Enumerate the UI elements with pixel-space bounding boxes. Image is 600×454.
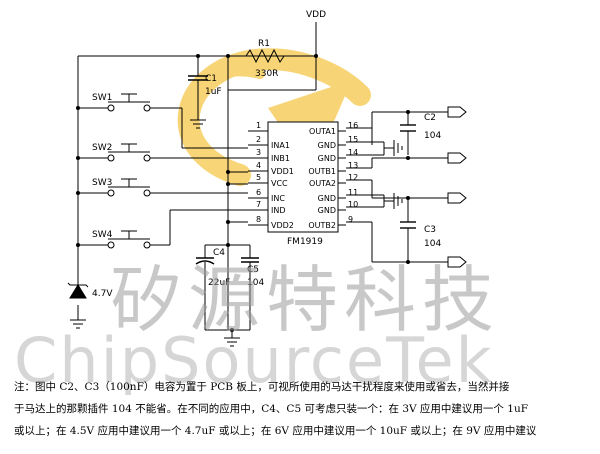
pin-number: 15 <box>348 135 358 144</box>
zener-label: 4.7V <box>92 289 113 299</box>
pin-name: GND <box>318 206 336 215</box>
sw3-label: SW3 <box>92 178 112 188</box>
c4-capacitor <box>195 257 215 265</box>
watermark-cn: 矽源特科技 <box>110 258 500 342</box>
pin-number: 5 <box>256 173 261 182</box>
sw4-switch <box>107 230 151 249</box>
vdd-label: VDD <box>306 10 326 20</box>
c2-value: 104 <box>424 131 441 141</box>
pin-name: OUTA2 <box>309 179 336 188</box>
chip-label: FM1919 <box>287 237 323 247</box>
watermark-en: ChipSourceTek <box>14 324 494 397</box>
zener-diode <box>67 282 89 299</box>
sw1-switch <box>107 93 151 112</box>
r1-value: 330R <box>255 69 278 79</box>
pin-number: 3 <box>256 148 261 157</box>
pin-number: 16 <box>348 121 358 130</box>
pin-number: 7 <box>256 200 261 209</box>
sw2-switch <box>107 143 151 162</box>
pin-name: VDD1 <box>271 167 294 176</box>
pin-name: VCC <box>271 179 288 188</box>
c2-capacitor <box>400 124 416 132</box>
pin-name: IND <box>271 206 286 215</box>
connector-icon <box>447 152 467 164</box>
pin-name: GND <box>318 194 336 203</box>
ground-icon <box>393 193 403 209</box>
note-line: 注：图中 C2、C3（100nF）电容为置于 PCB 板上，可视所使用的马达干扰… <box>14 381 510 393</box>
chip-pin-left: 1 <box>248 121 268 132</box>
c1-value: 1uF <box>205 87 222 97</box>
connector-icon <box>447 192 467 204</box>
connector-icon <box>447 106 467 118</box>
pin-name: GND <box>318 154 336 163</box>
pin-number: 9 <box>348 215 353 224</box>
pin-name: OUTB2 <box>308 221 336 230</box>
ground-icon <box>70 319 86 329</box>
pin-number: 6 <box>256 188 261 197</box>
c2-label: C2 <box>424 113 436 123</box>
pin-number: 10 <box>348 200 358 209</box>
pin-number: 11 <box>348 188 358 197</box>
logo-stroke <box>205 66 265 83</box>
ground-icon <box>393 140 403 156</box>
pin-name: INB1 <box>271 154 290 163</box>
sw2-label: SW2 <box>92 143 112 153</box>
pin-name: OUTA1 <box>309 127 336 136</box>
c1-label: C1 <box>205 74 217 84</box>
sw3-switch <box>107 178 151 197</box>
pin-number: 8 <box>256 215 261 224</box>
pin-number: 12 <box>348 173 358 182</box>
chip-body <box>267 121 339 233</box>
c5-label: C5 <box>247 265 259 275</box>
note-paragraph: 注：图中 C2、C3（100nF）电容为置于 PCB 板上，可视所使用的马达干扰… <box>14 376 590 442</box>
sw1-label: SW1 <box>92 93 112 103</box>
c3-capacitor <box>400 221 416 229</box>
pin-number: 2 <box>256 135 261 144</box>
note-line: 于马达上的那颗插件 104 不能省。在不同的应用中，C4、C5 可考虑只装一个：… <box>14 403 528 415</box>
note-line: 或以上；在 4.5V 应用中建议用一个 4.7uF 或以上；在 6V 应用中建议… <box>14 425 537 437</box>
pin-number: 4 <box>256 161 261 170</box>
pin-number: 14 <box>348 148 358 157</box>
pin-name: OUTB1 <box>308 167 336 176</box>
pin-name: GND <box>318 141 336 150</box>
c4-label: C4 <box>213 248 225 258</box>
pin-number: 1 <box>256 121 261 130</box>
c3-value: 104 <box>424 239 441 249</box>
pin-name: INA1 <box>271 141 290 150</box>
c4-value: 22uF <box>208 278 230 288</box>
connector-icon <box>447 256 467 268</box>
sw4-label: SW4 <box>92 230 113 240</box>
c3-label: C3 <box>424 225 436 235</box>
pin-name: INC <box>271 194 285 203</box>
c5-value: 104 <box>247 278 264 288</box>
c5-capacitor <box>241 257 259 263</box>
r1-resistor <box>245 48 285 64</box>
ground-icon <box>224 337 240 347</box>
junctions <box>76 54 410 332</box>
ground-icon <box>190 119 206 129</box>
pin-name: VDD2 <box>271 221 294 230</box>
c1-capacitor <box>188 75 208 81</box>
logo-arc <box>177 48 371 186</box>
pin-number: 13 <box>348 161 358 170</box>
r1-label: R1 <box>258 39 270 49</box>
